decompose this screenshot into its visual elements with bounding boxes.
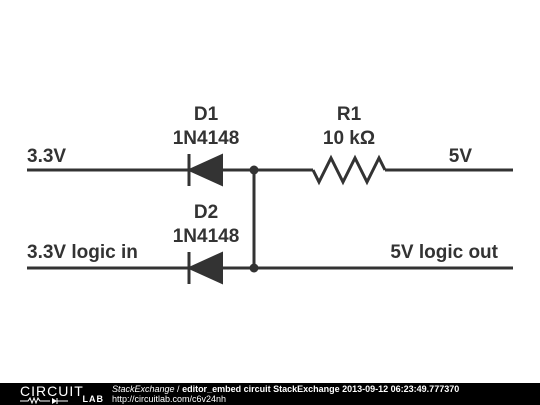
- footer-description: editor_embed circuit StackExchange 2013-…: [182, 384, 460, 394]
- circuitlab-logo[interactable]: CIRCUIT LAB: [20, 384, 104, 404]
- net-label-logic-out: 5V logic out: [390, 242, 498, 263]
- diode-d1-symbol: [186, 153, 223, 187]
- footer-caption: StackExchange / editor_embed circuit Sta…: [112, 384, 459, 394]
- resistor-r1-symbol: [311, 154, 387, 186]
- circuit-schematic: D1 1N4148 R1 10 kΩ D2 1N4148 3.3V 5V 3.3…: [27, 104, 513, 285]
- r1-value-label: 10 kΩ: [323, 128, 375, 149]
- net-label-3v3: 3.3V: [27, 146, 66, 167]
- footer-url-link[interactable]: http://circuitlab.com/c6v24nh: [112, 394, 227, 404]
- logo-waveform: LAB: [20, 394, 104, 404]
- d1-part-label: 1N4148: [173, 128, 240, 149]
- logo-text-top: CIRCUIT: [20, 383, 84, 399]
- logo-text-bottom: LAB: [82, 394, 104, 404]
- d2-ref-label: D2: [194, 202, 218, 223]
- diode-d2-symbol: [186, 251, 223, 285]
- junction-top: [249, 165, 259, 175]
- net-label-5v: 5V: [449, 146, 473, 167]
- d1-ref-label: D1: [194, 104, 219, 125]
- junction-bottom: [249, 263, 259, 273]
- footer-separator: /: [174, 384, 183, 394]
- r1-ref-label: R1: [337, 104, 362, 125]
- net-label-logic-in: 3.3V logic in: [27, 242, 138, 263]
- footer-bar: CIRCUIT LAB StackExchange / editor_embed…: [0, 383, 540, 405]
- d2-part-label: 1N4148: [173, 226, 240, 247]
- waveform-icon: [20, 397, 68, 404]
- footer-brand: StackExchange: [112, 384, 175, 394]
